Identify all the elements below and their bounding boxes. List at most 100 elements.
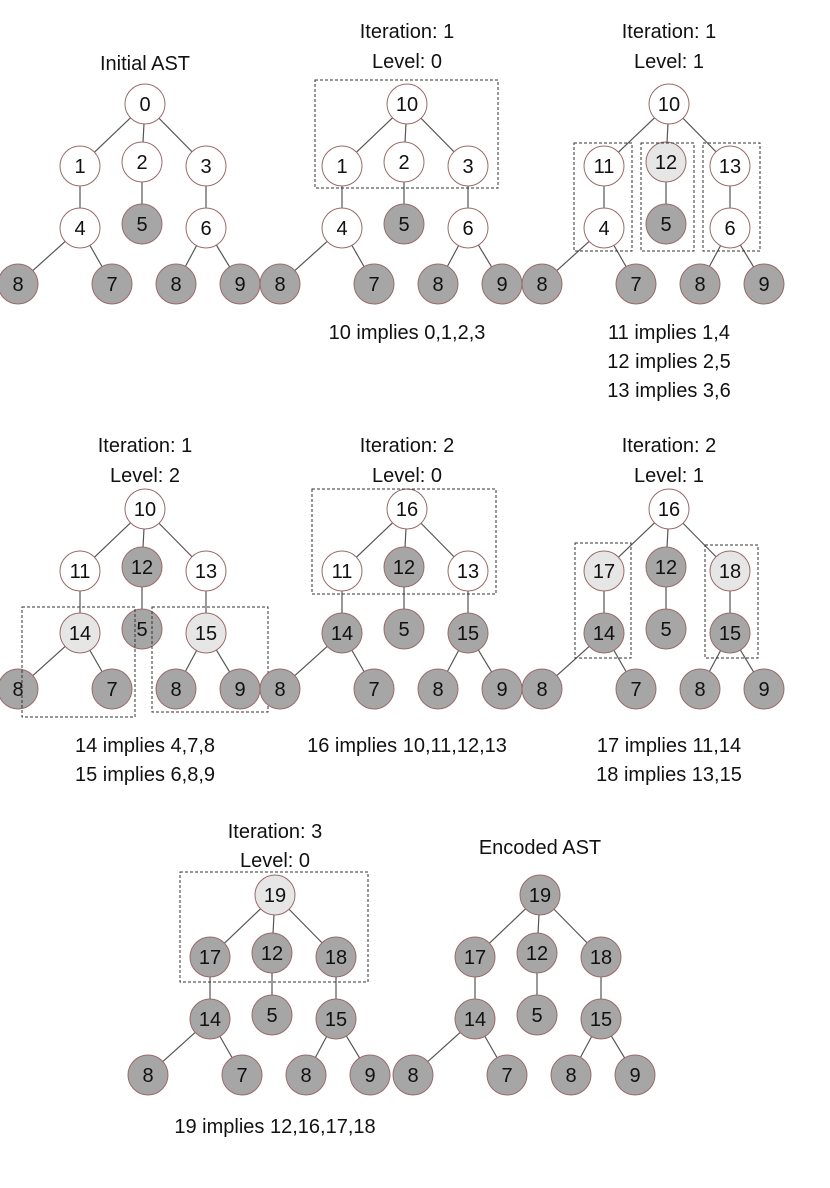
node-circle bbox=[383, 608, 425, 650]
node-label: 13 bbox=[195, 561, 217, 583]
node-circle bbox=[709, 612, 751, 654]
node-label: 8 bbox=[565, 1065, 576, 1087]
tree-node: 9 bbox=[481, 263, 523, 305]
tree-edge bbox=[682, 117, 717, 153]
tree-edge bbox=[420, 117, 455, 153]
tree-edge bbox=[404, 123, 407, 143]
implication-caption: 16 implies 10,11,12,13 bbox=[307, 735, 507, 757]
tree-node: 14 bbox=[189, 998, 231, 1040]
node-label: 1 bbox=[336, 156, 347, 178]
tree-node: 4 bbox=[59, 207, 101, 249]
node-label: 10 bbox=[658, 94, 680, 116]
node-label: 14 bbox=[593, 623, 615, 645]
node-circle bbox=[59, 550, 101, 592]
node-label: 8 bbox=[536, 274, 547, 296]
node-label: 8 bbox=[536, 679, 547, 701]
tree-node: 15 bbox=[315, 998, 357, 1040]
node-label: 13 bbox=[457, 561, 479, 583]
node-label: 8 bbox=[274, 679, 285, 701]
panel-title: Iteration: 1 bbox=[360, 21, 455, 43]
tree-node: 5 bbox=[121, 203, 163, 245]
node-label: 8 bbox=[12, 679, 23, 701]
node-label: 8 bbox=[12, 274, 23, 296]
tree-node: 8 bbox=[259, 263, 301, 305]
node-circle bbox=[454, 998, 496, 1040]
panel-title: Iteration: 1 bbox=[622, 21, 717, 43]
panel-title: Iteration: 2 bbox=[360, 435, 455, 457]
node-label: 5 bbox=[531, 1005, 542, 1027]
node-circle bbox=[648, 83, 690, 125]
node-label: 15 bbox=[590, 1009, 612, 1031]
tree-node: 14 bbox=[454, 998, 496, 1040]
node-circle bbox=[353, 263, 395, 305]
node-label: 12 bbox=[526, 943, 548, 965]
tree-edge bbox=[158, 522, 193, 558]
node-circle bbox=[709, 207, 751, 249]
node-circle bbox=[386, 83, 428, 125]
node-circle bbox=[59, 612, 101, 654]
node-circle bbox=[580, 998, 622, 1040]
tree-edge bbox=[613, 245, 627, 267]
tree-node: 9 bbox=[219, 668, 261, 710]
tree-edge bbox=[489, 908, 526, 944]
tree-edge bbox=[215, 649, 231, 673]
node-label: 12 bbox=[261, 943, 283, 965]
tree-node: 18 bbox=[709, 550, 751, 592]
tree-node: 7 bbox=[91, 263, 133, 305]
tree-edge bbox=[94, 522, 131, 558]
node-circle bbox=[743, 263, 785, 305]
node-circle bbox=[0, 668, 39, 710]
node-circle bbox=[645, 608, 687, 650]
node-label: 8 bbox=[694, 274, 705, 296]
node-label: 8 bbox=[142, 1065, 153, 1087]
implication-caption: 14 implies 4,7,8 bbox=[75, 735, 215, 757]
node-label: 7 bbox=[236, 1065, 247, 1087]
tree-node: 5 bbox=[383, 608, 425, 650]
node-circle bbox=[521, 668, 563, 710]
tree-node: 2 bbox=[383, 141, 425, 183]
tree-node: 7 bbox=[615, 668, 657, 710]
tree-node: 8 bbox=[285, 1054, 327, 1096]
node-circle bbox=[315, 998, 357, 1040]
tree-edge bbox=[32, 645, 66, 677]
tree-edge bbox=[446, 245, 460, 267]
node-circle bbox=[679, 263, 721, 305]
tree-node: 13 bbox=[709, 145, 751, 187]
node-circle bbox=[645, 546, 687, 588]
tree-node: 8 bbox=[550, 1054, 592, 1096]
node-circle bbox=[59, 145, 101, 187]
node-label: 8 bbox=[432, 679, 443, 701]
tree-edge bbox=[682, 522, 717, 558]
tree-edge bbox=[427, 1031, 461, 1063]
node-label: 17 bbox=[593, 561, 615, 583]
tree-edge bbox=[162, 1031, 196, 1063]
tree-edge bbox=[708, 245, 722, 267]
node-label: 7 bbox=[630, 274, 641, 296]
tree-node: 8 bbox=[0, 668, 39, 710]
node-circle bbox=[583, 145, 625, 187]
panel-title: Level: 1 bbox=[634, 465, 704, 487]
tree-node: 13 bbox=[185, 550, 227, 592]
node-label: 5 bbox=[660, 619, 671, 641]
tree-node: 13 bbox=[447, 550, 489, 592]
implication-caption: 19 implies 12,16,17,18 bbox=[174, 1116, 375, 1138]
node-circle bbox=[447, 550, 489, 592]
node-circle bbox=[615, 668, 657, 710]
panel-title: Iteration: 2 bbox=[622, 435, 717, 457]
tree-node: 0 bbox=[124, 83, 166, 125]
node-circle bbox=[392, 1054, 434, 1096]
panel-title: Level: 1 bbox=[634, 51, 704, 73]
node-circle bbox=[121, 546, 163, 588]
tree-node: 6 bbox=[185, 207, 227, 249]
implication-caption: 18 implies 13,15 bbox=[596, 764, 742, 786]
tree-node: 1 bbox=[321, 145, 363, 187]
tree-node: 5 bbox=[251, 994, 293, 1036]
tree-edge bbox=[477, 244, 493, 268]
node-label: 5 bbox=[266, 1005, 277, 1027]
tree-node: 7 bbox=[353, 263, 395, 305]
